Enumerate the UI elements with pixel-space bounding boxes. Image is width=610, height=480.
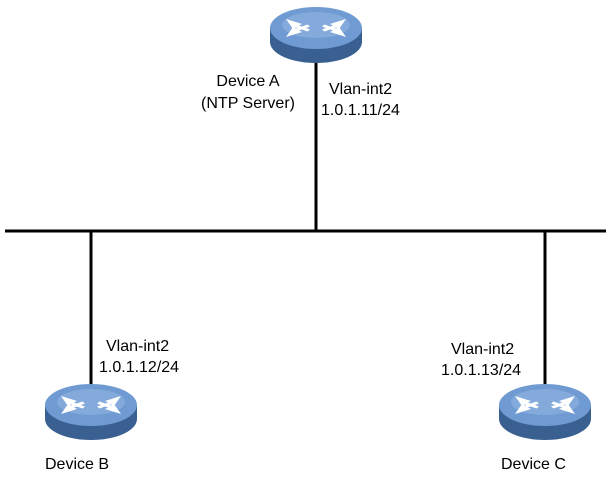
device-a-role: (NTP Server) bbox=[201, 95, 295, 112]
device-b-router-icon[interactable] bbox=[45, 384, 137, 440]
device-b-name: Device B bbox=[45, 456, 110, 473]
device-c-name: Device C bbox=[501, 456, 566, 473]
device-a-router-icon[interactable] bbox=[270, 7, 362, 63]
device-c-ip: 1.0.1.13/24 bbox=[441, 362, 522, 379]
device-a-interface: Vlan-int2 bbox=[329, 81, 393, 98]
device-c-interface: Vlan-int2 bbox=[451, 341, 515, 358]
device-a-ip: 1.0.1.11/24 bbox=[321, 102, 400, 119]
device-b-interface: Vlan-int2 bbox=[106, 338, 170, 355]
device-a-name: Device A bbox=[216, 73, 280, 90]
device-b-ip: 1.0.1.12/24 bbox=[99, 359, 180, 376]
device-c-router-icon[interactable] bbox=[499, 384, 591, 440]
